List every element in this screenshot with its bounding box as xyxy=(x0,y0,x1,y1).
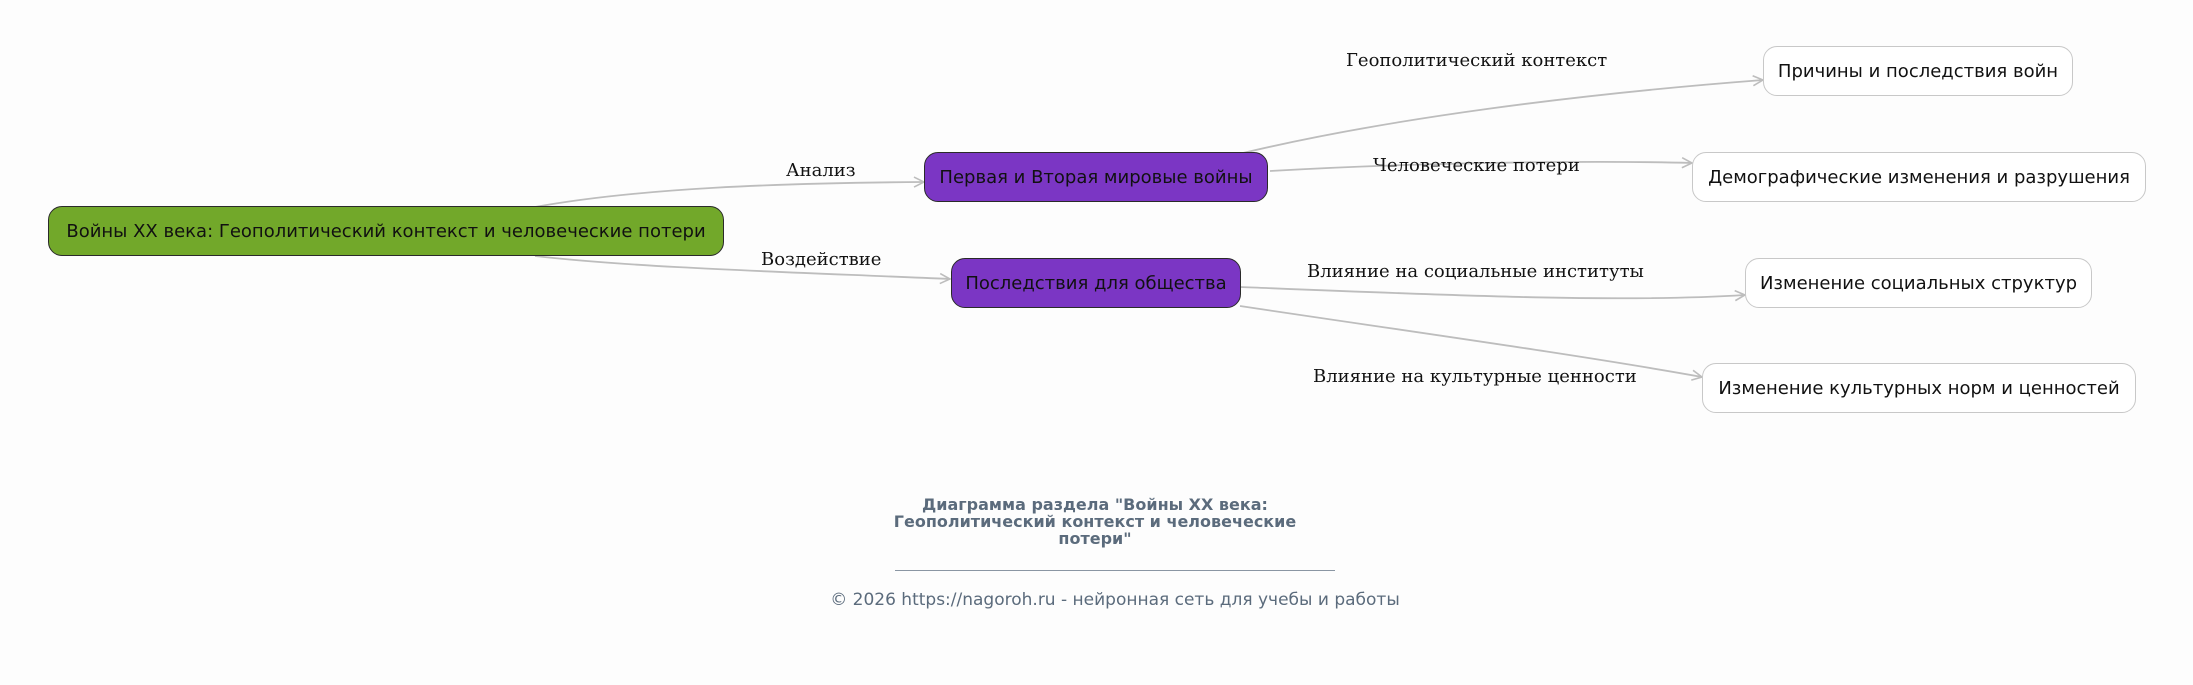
edge-root-to-wars xyxy=(534,182,924,208)
caption-line-3: потери" xyxy=(1058,529,1132,548)
caption-line-2: Геополитический контекст и человеческие xyxy=(893,512,1297,531)
edge-label-impact: Воздействие xyxy=(761,249,882,270)
caption-divider xyxy=(895,570,1335,571)
copyright-text: © 2026 https://nagoroh.ru - нейронная се… xyxy=(830,590,1400,610)
edge-consequences-to-cultural xyxy=(1239,305,1702,377)
diagram-caption: Диаграмма раздела "Войны XX века: Геопол… xyxy=(810,496,1380,547)
edge-wars-to-demographic xyxy=(1269,162,1692,172)
edge-consequences-to-social xyxy=(1239,286,1745,298)
edge-root-to-consequences xyxy=(534,255,950,279)
edge-wars-to-causes xyxy=(1242,80,1763,154)
node-causes: Причины и последствия войн xyxy=(1763,46,2073,96)
node-cultural: Изменение культурных норм и ценностей xyxy=(1702,363,2136,413)
node-consequences: Последствия для общества xyxy=(951,258,1241,308)
node-demographic: Демографические изменения и разрушения xyxy=(1692,152,2146,202)
node-wars: Первая и Вторая мировые войны xyxy=(924,152,1268,202)
caption-line-1: Диаграмма раздела "Войны XX века: xyxy=(922,495,1268,514)
edge-label-geopolitical: Геополитический контекст xyxy=(1346,50,1608,71)
node-root: Войны XX века: Геополитический контекст … xyxy=(48,206,724,256)
edge-label-human-losses: Человеческие потери xyxy=(1373,155,1580,176)
edge-label-cultural-values: Влияние на культурные ценности xyxy=(1313,366,1637,387)
edge-label-social-institutions: Влияние на социальные институты xyxy=(1307,261,1644,282)
edge-label-analysis: Анализ xyxy=(786,160,856,181)
node-social: Изменение социальных структур xyxy=(1745,258,2092,308)
